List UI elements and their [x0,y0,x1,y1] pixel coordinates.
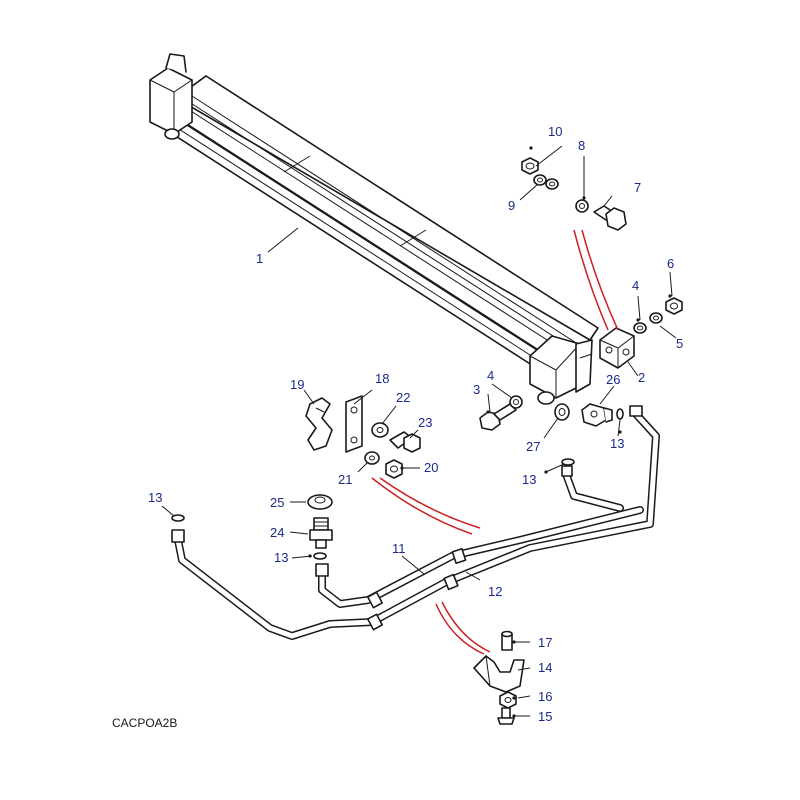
washer-5 [649,312,663,324]
leader-dots [308,146,672,718]
callout-18: 18 [375,371,389,386]
adaptor-24 [309,517,333,549]
nut-25 [307,494,333,510]
washer-4-lower [509,395,523,409]
callout-17: 17 [538,635,552,650]
bolt-23 [389,431,421,453]
callout-23: 23 [418,415,432,430]
adaptor-26 [581,403,613,427]
callout-2: 2 [638,370,645,385]
washer-22 [371,422,389,438]
callout-9: 9 [508,198,515,213]
callout-10: 10 [548,124,562,139]
callout-3: 3 [473,382,480,397]
o-ring-13-upper [616,408,624,420]
callout-5: 5 [676,336,683,351]
nut-10 [521,157,539,175]
washer-21 [364,451,380,465]
washer-4-upper [633,322,647,334]
seal-27 [554,403,570,421]
oil-cooler-pipes [171,405,660,640]
callout-22: 22 [396,390,410,405]
clamp-14 [473,655,525,693]
callout-8: 8 [578,138,585,153]
washer-9 [533,174,547,186]
callout-14: 14 [538,660,552,675]
nut-16 [499,691,517,709]
callout-15: 15 [538,709,552,724]
diagram-reference-code: CACPOA2B [112,716,177,730]
spacer-17 [501,630,513,651]
nut-20 [385,459,403,479]
nut-6 [665,297,683,315]
callout-25: 25 [270,495,284,510]
callout-21: 21 [338,472,352,487]
callout-16: 16 [538,689,552,704]
callout-27: 27 [526,439,540,454]
callout-13-top: 13 [610,436,624,451]
red-alignment-lines [371,229,619,655]
bolt-15 [497,707,515,725]
washer-8a [545,178,559,190]
callout-19: 19 [290,377,304,392]
washer-8b [575,199,589,213]
o-ring-13-far-left [171,514,185,522]
bracket-18 [345,395,363,453]
callout-13-mid: 13 [522,472,536,487]
mounting-bracket [599,327,635,369]
callout-4-lower: 4 [487,368,494,383]
callout-13-left: 13 [148,490,162,505]
bolt-3 [479,403,517,431]
bolt-7 [593,205,627,231]
leader-lines [161,145,677,717]
callout-13-fitting: 13 [274,550,288,565]
callout-12: 12 [488,584,502,599]
callout-20: 20 [424,460,438,475]
callout-11: 11 [392,541,406,556]
callout-7: 7 [634,180,641,195]
oil-cooler [149,53,599,405]
callout-1: 1 [256,251,263,266]
callout-4-upper: 4 [632,278,639,293]
callout-6: 6 [667,256,674,271]
o-ring-13-left [313,552,327,560]
callout-26: 26 [606,372,620,387]
callout-labels: 1 2 3 4 4 5 6 7 8 9 10 11 12 13 13 13 13… [148,124,683,724]
clip-19 [305,397,333,451]
callout-24: 24 [270,525,284,540]
o-ring-13-mid [561,458,575,466]
